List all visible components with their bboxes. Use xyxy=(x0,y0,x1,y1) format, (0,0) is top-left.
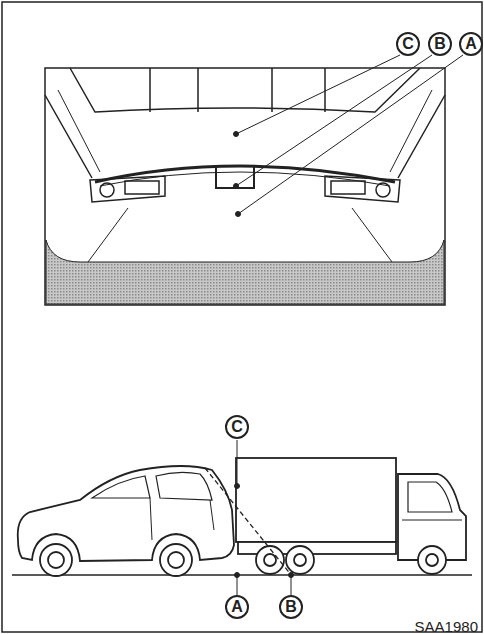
callout-letter: B xyxy=(285,599,297,615)
leader-lines xyxy=(234,55,464,217)
truck xyxy=(236,458,466,574)
car xyxy=(18,466,234,576)
callout-circle: B xyxy=(279,595,303,619)
callout-letter: C xyxy=(231,419,243,435)
callout-circle: A xyxy=(225,595,249,619)
callout-letter: A xyxy=(231,599,243,615)
callout-circle: A xyxy=(459,32,483,56)
callout-letter: A xyxy=(465,36,477,52)
leader-lines xyxy=(235,440,294,595)
callout-letter: B xyxy=(434,36,446,52)
shaded-band xyxy=(46,240,444,304)
callout-circle: B xyxy=(428,32,452,56)
callout-circle: C xyxy=(225,415,249,439)
callout-letter: C xyxy=(402,36,414,52)
sight-line xyxy=(205,468,292,576)
callout-circle: C xyxy=(396,32,420,56)
monitor-screen xyxy=(45,68,445,305)
figure-code: SAA1980 xyxy=(415,618,478,634)
ground-line xyxy=(12,574,472,576)
